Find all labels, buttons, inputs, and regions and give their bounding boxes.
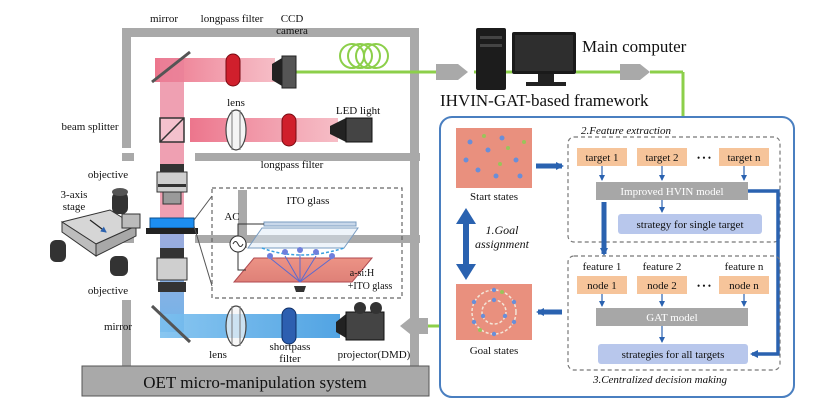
ccd-label-2: camera (276, 25, 308, 37)
arrow-to-computer (436, 64, 468, 80)
projector-label: projector(DMD) (338, 349, 411, 361)
feature-extraction-box (567, 136, 781, 243)
target-ellipsis: • • • (697, 153, 711, 163)
objective-top-label: objective (88, 169, 128, 181)
target-1-box (577, 148, 627, 166)
ito-inset (193, 187, 403, 299)
node-2-label: node 2 (647, 280, 677, 292)
goal-assignment-line2: assignment (475, 237, 530, 251)
goal-assignment-line1: 1.Goal (486, 223, 520, 237)
oet-system-label: OET micro-manipulation system (143, 373, 366, 392)
mirror-top-label: mirror (150, 13, 178, 25)
stage-element (50, 188, 141, 276)
longpass-filter-top-element (225, 53, 241, 87)
stage-label-1: 3-axis (61, 189, 88, 201)
beam-splitter-label: beam splitter (61, 121, 118, 133)
node-ellipsis: • • • (697, 281, 711, 291)
asi-label-2: +ITO glass (348, 281, 393, 292)
arrow-hvin-to-strategies (748, 189, 780, 358)
objective-top-element (156, 164, 188, 205)
centralized-title: 3.Centralized decision making (592, 374, 728, 386)
target-n-label: target n (727, 152, 761, 164)
gat-model-label: GAT model (646, 312, 697, 324)
decision-making-box (567, 255, 781, 371)
improved-hvin-box (596, 182, 748, 200)
start-states-label: Start states (470, 191, 518, 203)
objective-bottom-label: objective (88, 285, 128, 297)
node-n-box (719, 276, 769, 294)
objective-bottom-element (156, 248, 188, 292)
lens-top-element (225, 109, 247, 151)
framework-label: IHVIN-GAT-based framework (440, 91, 649, 110)
ac-label: AC (224, 211, 239, 223)
arrow-computer-to-framework (620, 64, 650, 80)
target-1-label: target 1 (585, 152, 618, 164)
longpass-top-label: longpass filter (201, 13, 264, 25)
node-1-box (577, 276, 627, 294)
node-1-label: node 1 (587, 280, 617, 292)
strategies-all-box (598, 344, 748, 364)
target-2-box (637, 148, 687, 166)
goal-states-image (456, 284, 532, 340)
asi-label-1: a-si:H (350, 268, 374, 279)
improved-hvin-label: Improved HVIN model (620, 186, 723, 198)
strategies-all-label: strategies for all targets (622, 349, 725, 361)
lens-bottom-element (225, 305, 247, 347)
computer-element (476, 28, 576, 90)
ccd-label-1: CCD (281, 13, 304, 25)
oet-system-bar (81, 365, 430, 397)
goal-states-label: Goal states (470, 345, 519, 357)
mirror-top-element (151, 50, 191, 84)
gat-model-box (596, 308, 748, 326)
target-2-label: target 2 (645, 152, 678, 164)
strategy-single-label: strategy for single target (636, 219, 743, 231)
target-n-box (719, 148, 769, 166)
sample-chip-element (146, 217, 198, 234)
ccd-camera-element (272, 55, 297, 89)
shortpass-label-1: shortpass (270, 341, 311, 353)
strategy-single-box (618, 214, 762, 234)
stage-label-2: stage (63, 201, 86, 213)
feature-extraction-title: 2.Feature extraction (581, 125, 672, 137)
longpass-mid-label: longpass filter (261, 159, 324, 171)
goal-assignment-arrow (456, 208, 476, 280)
ito-glass-label: ITO glass (287, 195, 330, 207)
feature-n-label: feature n (725, 261, 764, 273)
led-light-element (330, 117, 373, 143)
shortpass-label-2: filter (279, 353, 301, 365)
node-2-box (637, 276, 687, 294)
feature-1-label: feature 1 (583, 261, 622, 273)
node-n-label: node n (729, 280, 759, 292)
shortpass-filter-element (281, 307, 297, 345)
arrow-to-projector (400, 318, 428, 334)
mirror-bottom-label: mirror (104, 321, 132, 333)
longpass-filter-mid-element (281, 113, 297, 147)
feature-2-label: feature 2 (643, 261, 682, 273)
main-computer-label: Main computer (582, 37, 687, 56)
beam-splitter-element (159, 117, 185, 143)
start-states-image (456, 128, 532, 188)
lens-bottom-label: lens (209, 349, 227, 361)
lens-top-label: lens (227, 97, 245, 109)
led-light-label: LED light (336, 105, 380, 117)
projector-element (336, 302, 385, 341)
mirror-bottom-element (150, 304, 192, 344)
